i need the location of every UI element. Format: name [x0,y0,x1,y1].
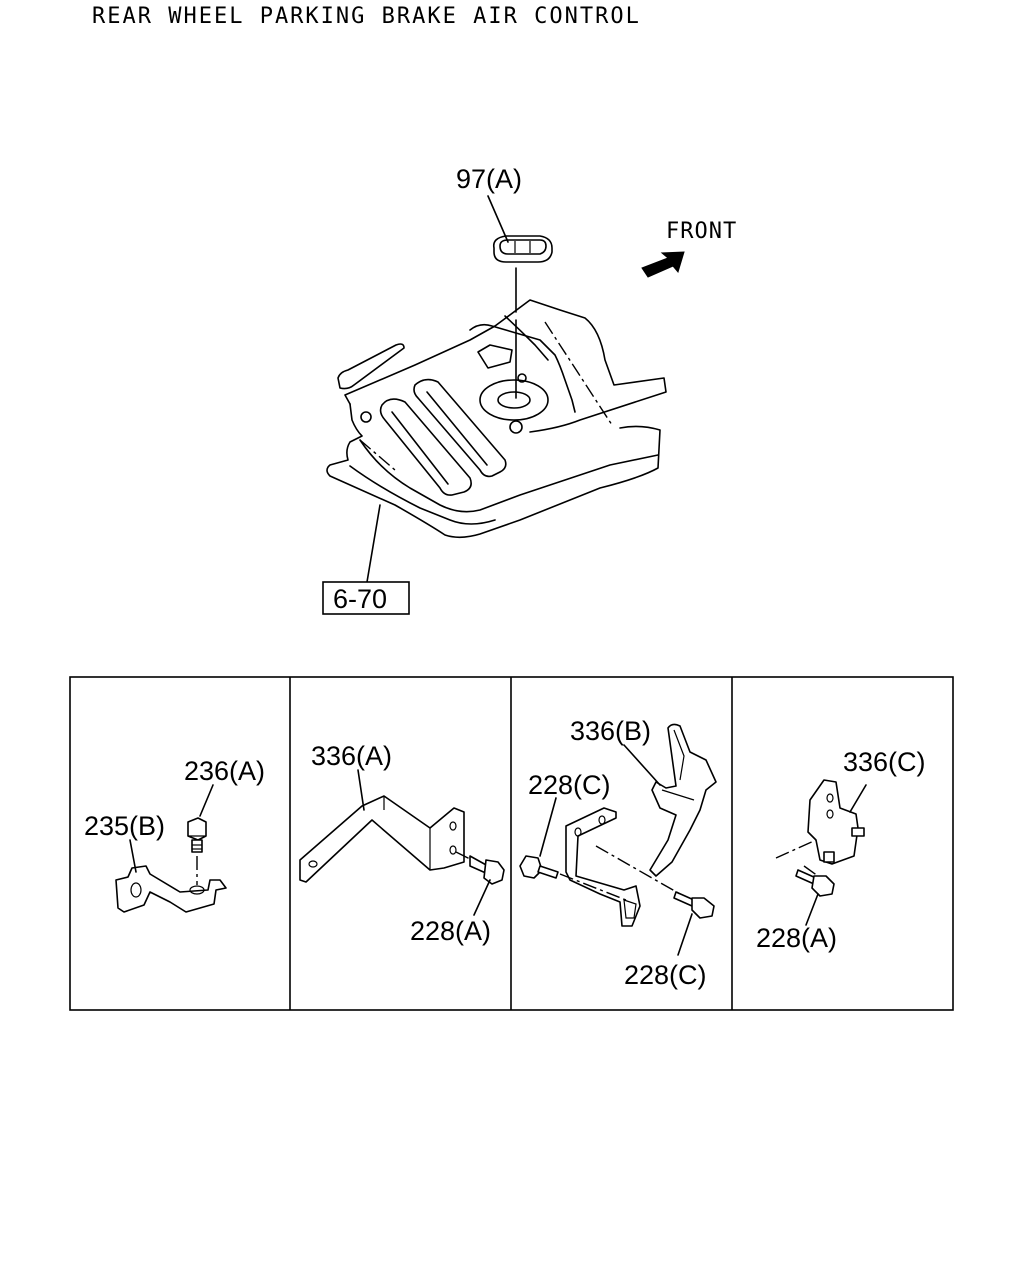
ref-box-label: 6-70 [333,584,387,614]
detail-panel-2: 336(A) 228(A) [299,741,505,946]
grommet-leader [487,195,509,243]
grommet-part [492,235,553,263]
panel-1-label-1: 236(A) [184,756,265,786]
diagram-title: REAR WHEEL PARKING BRAKE AIR CONTROL [92,4,641,29]
detail-panel-4: 336(C) 228(A) [756,747,926,953]
bracket-part [299,795,465,883]
front-label: FRONT [666,219,737,244]
floor-panel [326,299,667,539]
bolt-part [673,891,715,919]
panel-2-label-2: 228(A) [410,916,491,946]
grommet-label: 97(A) [456,164,522,194]
main-view: 97(A) FRONT 6-70 [322,164,737,615]
panel-3-label-2: 228(C) [528,770,611,800]
ref-leader [366,504,381,583]
ref-box [322,581,410,615]
panel-1-label-2: 235(B) [84,811,165,841]
bracket-part [115,865,227,913]
panel-4-label-2: 228(A) [756,923,837,953]
bolt-part [469,855,505,885]
detail-panel-1: 236(A) 235(B) [84,756,265,913]
bracket-part [807,779,865,865]
panel-2-label-1: 336(A) [311,741,392,771]
panel-4-label-1: 336(C) [843,747,926,777]
bolt-part [519,855,559,879]
panel-3-label-1: 336(B) [570,716,651,746]
panel-3-label-3: 228(C) [624,960,707,990]
support-part [649,723,717,877]
detail-panel-3: 336(B) 228(C) 228(C) [519,716,717,990]
detail-panels: 236(A) 235(B) 336(A) 228(A) [69,676,954,1011]
bolt-part [795,869,835,897]
front-arrow-icon [641,251,685,278]
bracket-part [565,807,641,927]
bolt-part [187,817,207,853]
